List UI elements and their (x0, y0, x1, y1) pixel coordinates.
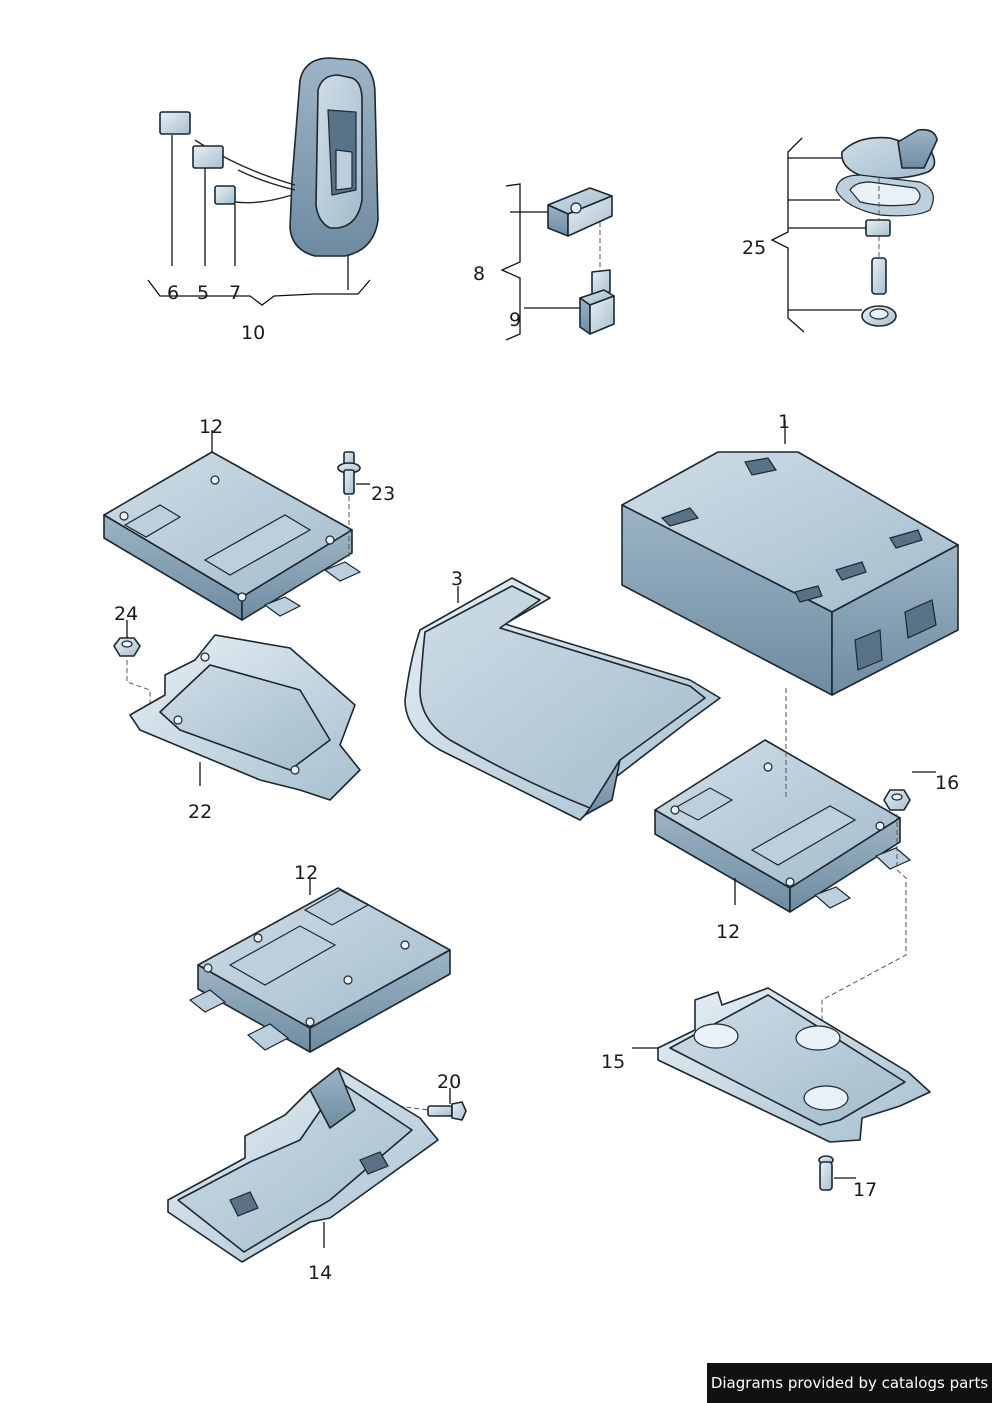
footer-attribution: Diagrams provided by catalogs parts (707, 1363, 992, 1403)
callout-8: 8 (473, 263, 485, 285)
tray-part-14 (167, 1067, 439, 1263)
bracket-part-22 (129, 634, 361, 801)
callout-24: 24 (114, 603, 138, 625)
callout-12-right: 12 (716, 921, 740, 943)
plug-part-9 (579, 289, 615, 335)
callout-22: 22 (188, 801, 212, 823)
callout-16: 16 (935, 772, 959, 794)
callout-3: 3 (451, 568, 463, 590)
bolt-part-20 (334, 1097, 467, 1121)
callout-14: 14 (308, 1262, 332, 1284)
antenna-part-25 (835, 128, 938, 327)
callout-17: 17 (853, 1179, 877, 1201)
nut-part-24 (113, 637, 151, 720)
cover-part-3 (404, 577, 721, 821)
callout-5: 5 (197, 282, 209, 304)
base-plate-part-15 (657, 987, 931, 1143)
callout-25: 25 (742, 237, 766, 259)
callout-20: 20 (437, 1071, 461, 1093)
stud-part-23 (337, 451, 361, 560)
callout-9: 9 (509, 309, 521, 331)
callout-leaders-10 (147, 135, 371, 306)
screw-part-17 (818, 1155, 834, 1191)
callout-15: 15 (601, 1051, 625, 1073)
callout-7: 7 (229, 282, 241, 304)
callout-12-top-left: 12 (199, 416, 223, 438)
callout-1: 1 (778, 411, 790, 433)
control-module-12-bottom (188, 887, 451, 1053)
main-unit-part-1 (621, 451, 959, 696)
connector-part-8 (547, 187, 613, 295)
phone-cradle-part (159, 57, 379, 257)
control-module-12-top-left (103, 451, 362, 621)
control-module-12-right (654, 688, 912, 913)
callout-6: 6 (167, 282, 179, 304)
callout-12-bottom: 12 (294, 862, 318, 884)
callout-leaders-8-9 (500, 183, 580, 341)
nut-part-16 (821, 789, 911, 1090)
callout-leaders-25 (770, 137, 866, 333)
callout-23: 23 (371, 483, 395, 505)
callout-10: 10 (241, 322, 265, 344)
